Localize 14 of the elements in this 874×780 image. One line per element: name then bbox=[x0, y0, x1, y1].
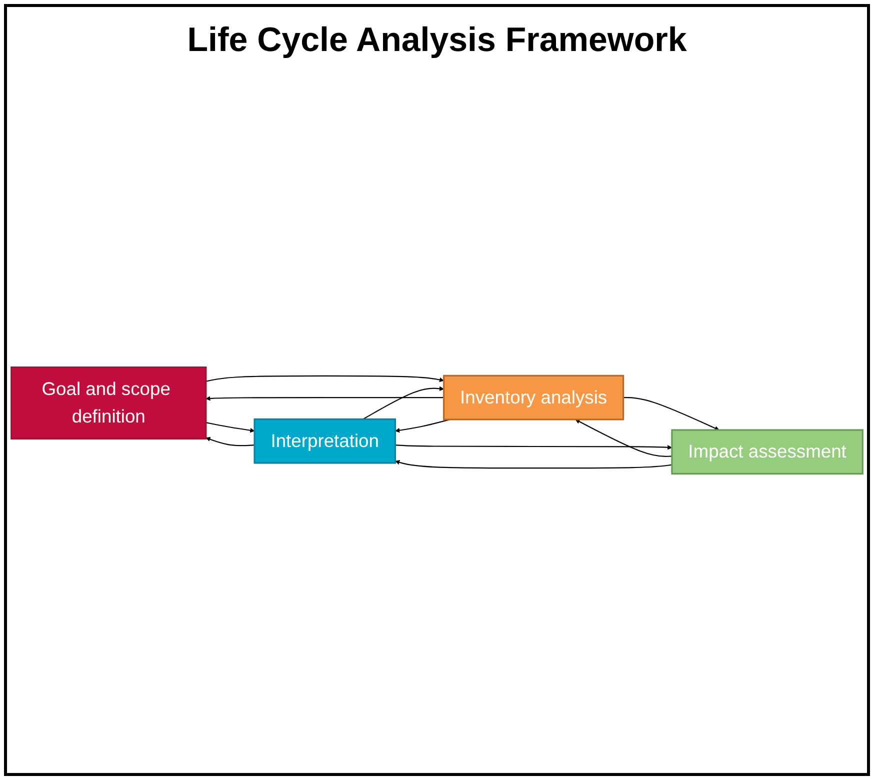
arrow bbox=[623, 397, 720, 430]
node-box: Interpretation bbox=[254, 418, 396, 464]
arrow bbox=[362, 386, 444, 420]
arrow bbox=[206, 375, 444, 382]
arrow bbox=[206, 422, 255, 433]
node-box: Inventory analysis bbox=[443, 374, 624, 420]
arrow bbox=[575, 419, 672, 457]
arrow bbox=[395, 460, 672, 469]
arrow bbox=[206, 396, 444, 401]
arrow bbox=[395, 444, 672, 450]
arrow bbox=[206, 436, 255, 446]
node-box: Goal and scope definition bbox=[10, 366, 207, 440]
node-box: Impact assessment bbox=[671, 429, 864, 475]
diagram-title: Life Cycle Analysis Framework bbox=[187, 21, 687, 60]
